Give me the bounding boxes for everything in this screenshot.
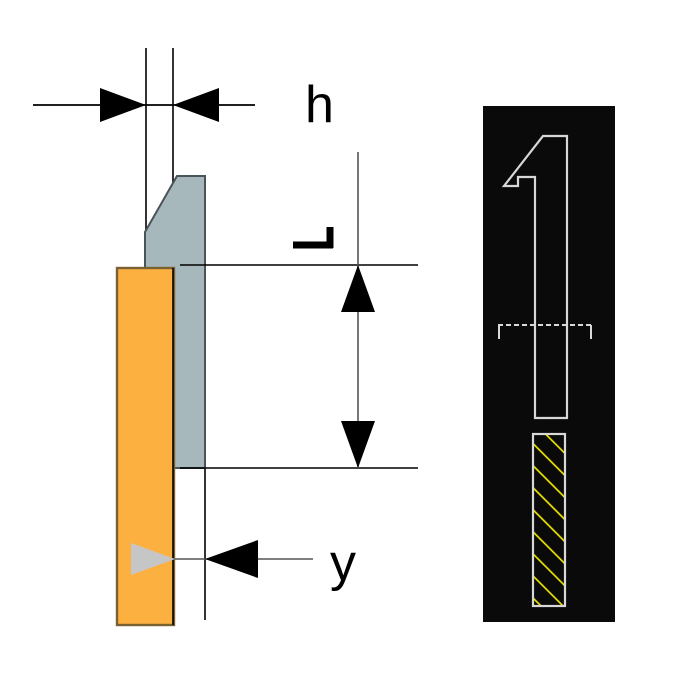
dimension-h-group: h (33, 76, 334, 134)
hatched-bar-fill (534, 435, 564, 605)
dimension-vertical-group (180, 152, 418, 469)
dimension-h-label: h (305, 76, 334, 134)
numeral-one-outline (501, 134, 569, 420)
orange-plate (115, 266, 176, 627)
corner-datum-mark (293, 227, 334, 249)
dimension-vertical-arrow-down (341, 421, 375, 468)
dimension-vertical-arrow-up (341, 265, 375, 312)
hatched-bar-border (531, 432, 567, 608)
dashed-measure-bracket (498, 324, 592, 339)
dimension-h-arrow-right (173, 88, 219, 122)
dimension-y-group: y (131, 534, 356, 592)
dimension-y-arrow-black (205, 540, 258, 578)
left-side-view: h (33, 48, 418, 627)
dimension-y-arrow-light (131, 543, 175, 575)
dimension-y-label: y (330, 534, 356, 592)
hatched-yellow-bar (531, 432, 567, 608)
right-panel-view (483, 106, 615, 622)
dimension-h-arrow-left (100, 88, 146, 122)
